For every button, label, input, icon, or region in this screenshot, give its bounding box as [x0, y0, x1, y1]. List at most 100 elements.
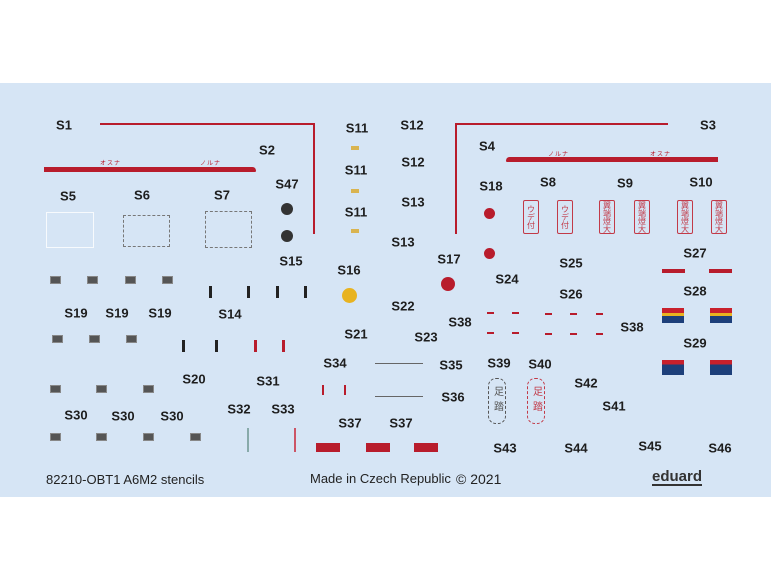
stencil-text: ノルナ [200, 161, 222, 167]
decal-label: S21 [344, 326, 368, 342]
s29-flag [710, 360, 732, 375]
s38-dash [512, 332, 519, 334]
stencil-text: オスナ [100, 161, 122, 167]
s30-decal [143, 433, 154, 441]
s1-line-v [313, 123, 315, 234]
decal-label: S11 [344, 204, 368, 220]
decal-label: S9 [617, 175, 633, 191]
decal-label: S33 [271, 401, 295, 417]
decal-label: S42 [574, 375, 598, 391]
decal-label: S37 [389, 415, 413, 431]
s20-stencil [215, 340, 218, 352]
s19-decal [50, 276, 61, 284]
decal-label: S11 [345, 120, 369, 136]
decal-label: S6 [134, 187, 150, 203]
decal-label: S17 [437, 251, 461, 267]
copyright: © 2021 [456, 471, 502, 487]
s37-stripe [366, 443, 390, 452]
decal-label: S24 [495, 271, 519, 287]
s8-box: ウデ付 [557, 200, 573, 234]
decal-label: S31 [256, 373, 280, 389]
s28-flag [662, 308, 684, 323]
s30-decal [190, 433, 201, 441]
decal-label: S30 [160, 408, 184, 424]
s34-stencil [322, 385, 324, 395]
decal-label: S3 [700, 117, 716, 133]
s7-table [205, 211, 252, 248]
decal-label: S1 [56, 117, 72, 133]
decal-label: S45 [638, 438, 662, 454]
decal-label: S30 [64, 407, 88, 423]
s38-dash [487, 332, 494, 334]
decal-label: S46 [708, 440, 732, 456]
decal-label: S38 [448, 314, 472, 330]
decal-label: S11 [344, 162, 368, 178]
s30-decal [96, 385, 107, 393]
s37-stripe [414, 443, 438, 452]
decal-label: S19 [64, 305, 88, 321]
s38-dash [512, 312, 519, 314]
decal-label: S43 [493, 440, 517, 456]
s39-stencil: 足踏 [488, 378, 506, 424]
decal-label: S27 [683, 245, 707, 261]
decal-label: S37 [338, 415, 362, 431]
decal-label: S16 [337, 262, 361, 278]
decal-label: S5 [60, 188, 76, 204]
decal-label: S12 [400, 117, 424, 133]
s29-flag [662, 360, 684, 375]
decal-label: S14 [218, 306, 242, 322]
decal-sheet [0, 83, 771, 497]
decal-label: S19 [105, 305, 129, 321]
s32-stencil [247, 428, 249, 452]
s11-tag [351, 146, 359, 150]
s38-dash [545, 313, 552, 315]
s36-line [375, 396, 423, 397]
decal-label: S32 [227, 401, 251, 417]
s2-swoosh [44, 167, 256, 172]
s14-stencil [209, 286, 212, 298]
decal-label: S13 [391, 234, 415, 250]
stencil-text: オスナ [650, 152, 672, 158]
decal-label: S25 [559, 255, 583, 271]
decal-label: S28 [683, 283, 707, 299]
s19-decal [87, 276, 98, 284]
decal-label: S2 [259, 142, 275, 158]
decal-label: S23 [414, 329, 438, 345]
s30-decal [143, 385, 154, 393]
s6-table [123, 215, 170, 247]
decal-label: S47 [275, 176, 299, 192]
s30-decal [50, 433, 61, 441]
s47-dot [281, 203, 293, 215]
s15-stencil [276, 286, 279, 298]
decal-label: S13 [401, 194, 425, 210]
eduard-logo: eduard [652, 468, 703, 486]
s34-stencil [344, 385, 346, 395]
decal-label: S40 [528, 356, 552, 372]
s33-stencil [294, 428, 296, 452]
decal-label: S10 [689, 174, 713, 190]
s19-decal [162, 276, 173, 284]
s18-dot [484, 248, 495, 259]
decal-label: S4 [479, 138, 495, 154]
decal-label: S22 [391, 298, 415, 314]
s19-decal [125, 276, 136, 284]
s10-box: 翼端燈大 [711, 200, 727, 234]
s35-line [375, 363, 423, 364]
s47-dot [281, 230, 293, 242]
decal-label: S35 [439, 357, 463, 373]
decal-label: S8 [540, 174, 556, 190]
s11-tag [351, 229, 359, 233]
decal-label: S41 [602, 398, 626, 414]
s27-bar [662, 269, 685, 273]
decal-label: S7 [214, 187, 230, 203]
s15-stencil [304, 286, 307, 298]
s28-flag [710, 308, 732, 323]
decal-label: S15 [279, 253, 303, 269]
made-in: Made in Czech Republic [310, 471, 451, 486]
s4-swoosh [506, 157, 718, 162]
decal-label: S12 [401, 154, 425, 170]
s20-stencil [182, 340, 185, 352]
decal-label: S34 [323, 355, 347, 371]
s38-dash [570, 313, 577, 315]
decal-label: S18 [479, 178, 503, 194]
